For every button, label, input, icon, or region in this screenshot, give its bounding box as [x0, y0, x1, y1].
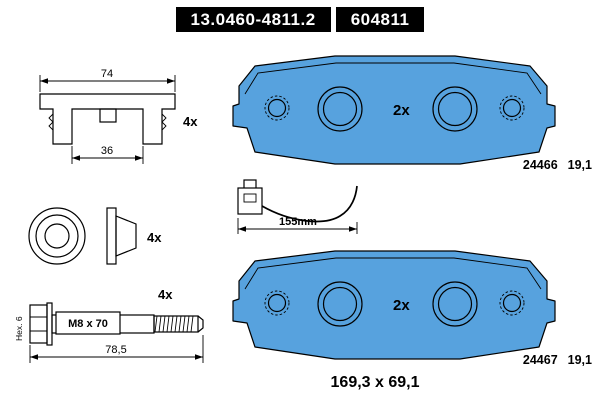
- inner-pad-rivet-left: [267, 293, 287, 313]
- inner-pad-rivet-right: [502, 293, 522, 313]
- grommet-bore-circle: [44, 223, 70, 249]
- outer-pad-ref: 24466 19,1: [478, 158, 592, 172]
- inner-pad-quantity: 2x: [393, 297, 410, 314]
- grommet-side-flange: [106, 207, 117, 265]
- bolt-length-dimension: 78,5: [105, 344, 126, 356]
- bolt-tip: [197, 315, 204, 333]
- inner-pad-piston-circle-right: [432, 281, 478, 327]
- bolt-head: [29, 304, 48, 344]
- sensor-connector: [237, 187, 263, 215]
- inner-pad-drawing: 2x: [232, 250, 556, 360]
- clip-width-dimension: 74: [101, 68, 113, 80]
- wear-sensor-drawing: 155mm: [237, 179, 358, 234]
- outer-pad-outline: [232, 55, 556, 165]
- inner-pad-chamfer-line: [244, 257, 542, 290]
- outer-pad-thickness: 19,1: [567, 158, 592, 172]
- clip-center-tab: [99, 108, 117, 123]
- outer-pad-piston-inner-left: [322, 91, 358, 127]
- clip-quantity: 4x: [183, 114, 198, 129]
- sensor-connector-detail: [243, 193, 257, 203]
- inner-pad-piston-inner-right: [437, 286, 473, 322]
- guide-bolt-drawing: 4x Hex. 6 M8 x 70 78,5: [14, 287, 204, 363]
- outer-pad-piston-circle-right: [432, 86, 478, 132]
- outer-pad-rivet-left-ring: [264, 95, 290, 121]
- inner-pad-piston-inner-left: [322, 286, 358, 322]
- clip-serration-right: [161, 113, 167, 131]
- retaining-clip-drawing: 74 36 4x: [39, 68, 198, 164]
- inner-pad-ref: 24467 19,1: [478, 353, 592, 367]
- grommet-mid-circle: [35, 214, 79, 258]
- grommet-side-body: [115, 215, 137, 257]
- outer-pad-ref-number: 24466: [522, 158, 558, 172]
- bolt-thread: [153, 315, 199, 333]
- bolt-hex-label: Hex. 6: [14, 316, 24, 341]
- outer-pad-rivet-left: [267, 98, 287, 118]
- outer-pad-rivet-right-ring: [499, 95, 525, 121]
- bolt-flange: [46, 302, 53, 346]
- bolt-quantity: 4x: [158, 287, 173, 302]
- clip-serration-left: [48, 113, 54, 131]
- pad-overall-dimensions: 169,3 x 69,1: [330, 374, 420, 391]
- inner-pad-thickness: 19,1: [567, 353, 592, 367]
- outer-pad-chamfer-line: [244, 62, 542, 95]
- inner-pad-ref-number: 24467: [522, 353, 558, 367]
- outer-pad-quantity: 2x: [393, 102, 410, 119]
- grommet-quantity: 4x: [147, 230, 162, 245]
- outer-pad-rivet-right: [502, 98, 522, 118]
- sensor-length-dimension: 155mm: [279, 216, 317, 228]
- outer-pad-piston-inner-right: [437, 91, 473, 127]
- part-number-badge: 13.0460-4811.2: [175, 7, 331, 32]
- article-number-badge: 604811: [335, 7, 425, 32]
- bolt-size-label: M8 x 70: [68, 318, 108, 330]
- bolt-size-label-box: [55, 311, 121, 335]
- inner-pad-outline: [232, 250, 556, 360]
- outer-pad-drawing: 2x: [232, 55, 556, 165]
- clip-outline: [39, 93, 176, 145]
- grommet-outer-circle: [28, 207, 86, 265]
- grommet-drawing: 4x: [28, 207, 162, 265]
- clip-inner-dimension: 36: [101, 145, 113, 157]
- inner-pad-piston-circle-left: [317, 281, 363, 327]
- inner-pad-rivet-right-ring: [499, 290, 525, 316]
- inner-pad-rivet-left-ring: [264, 290, 290, 316]
- header: 13.0460-4811.2 604811: [0, 7, 600, 32]
- sensor-cable: [261, 185, 358, 223]
- outer-pad-piston-circle-left: [317, 86, 363, 132]
